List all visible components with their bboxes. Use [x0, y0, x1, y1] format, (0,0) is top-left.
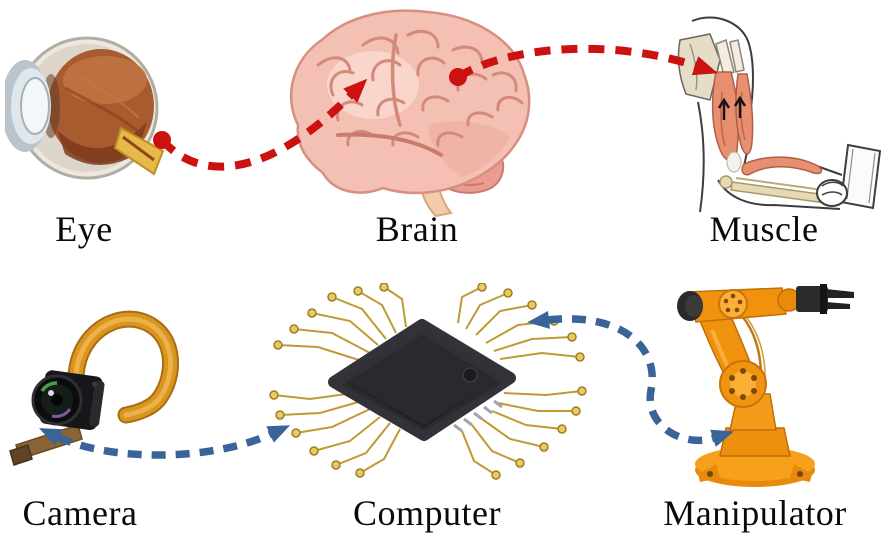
eye-illustration [5, 36, 165, 180]
contraction-arrows [717, 95, 747, 120]
computer-label: Computer [353, 493, 501, 533]
pcb-traces [273, 286, 583, 476]
muscle-label: Muscle [709, 209, 819, 249]
brain-illustration [289, 9, 531, 218]
manipulator-label: Manipulator [663, 493, 847, 533]
camera-label: Camera [22, 493, 138, 533]
brain-label: Brain [375, 209, 459, 249]
cable-connector [9, 444, 33, 466]
eye-label: Eye [55, 209, 113, 249]
camera-illustration [9, 310, 179, 466]
computer-chip-illustration [269, 283, 587, 480]
muscle-illustration [677, 16, 882, 213]
hand [816, 179, 848, 207]
gripper [796, 284, 854, 314]
manipulator-illustration [677, 284, 854, 487]
